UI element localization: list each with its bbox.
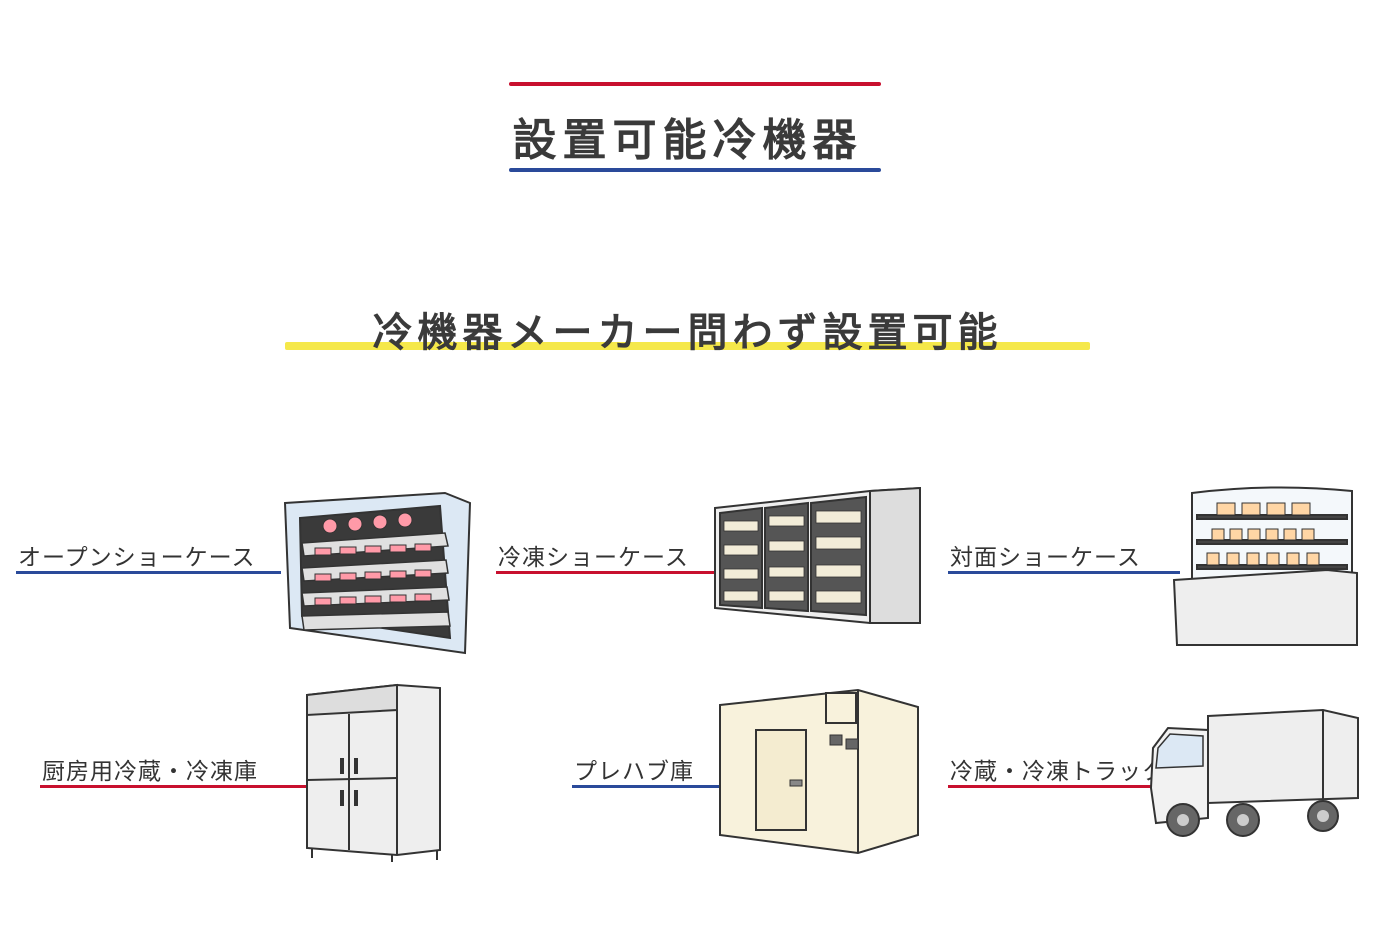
label-freezer-showcase: 冷凍ショーケース [498,545,689,571]
line-prefab-storage [572,785,722,788]
subtitle: 冷機器メーカー問わず設置可能 [372,310,1003,356]
page-title: 設置可能冷機器 [512,115,863,166]
line-counter-showcase [948,571,1180,574]
counter-showcase-icon [1172,486,1358,646]
label-refrigerated-truck: 冷蔵・冷凍トラック [950,759,1166,785]
line-freezer-showcase [496,571,714,574]
title-bottom-rule [509,168,881,172]
line-open-showcase [16,571,281,574]
prefab-storage-icon [719,688,919,855]
refrigerated-truck-icon [1149,708,1359,837]
line-refrigerated-truck [948,785,1158,788]
title-top-rule [509,82,881,86]
kitchen-fridge-icon [306,683,441,862]
line-kitchen-fridge [40,785,308,788]
open-showcase-icon [283,491,472,655]
subtitle-highlight [285,342,1090,350]
label-counter-showcase: 対面ショーケース [950,545,1141,571]
label-kitchen-fridge: 厨房用冷蔵・冷凍庫 [42,759,258,785]
label-prefab-storage: プレハブ庫 [574,759,694,785]
label-open-showcase: オープンショーケース [18,545,256,571]
freezer-showcase-icon [714,486,921,624]
